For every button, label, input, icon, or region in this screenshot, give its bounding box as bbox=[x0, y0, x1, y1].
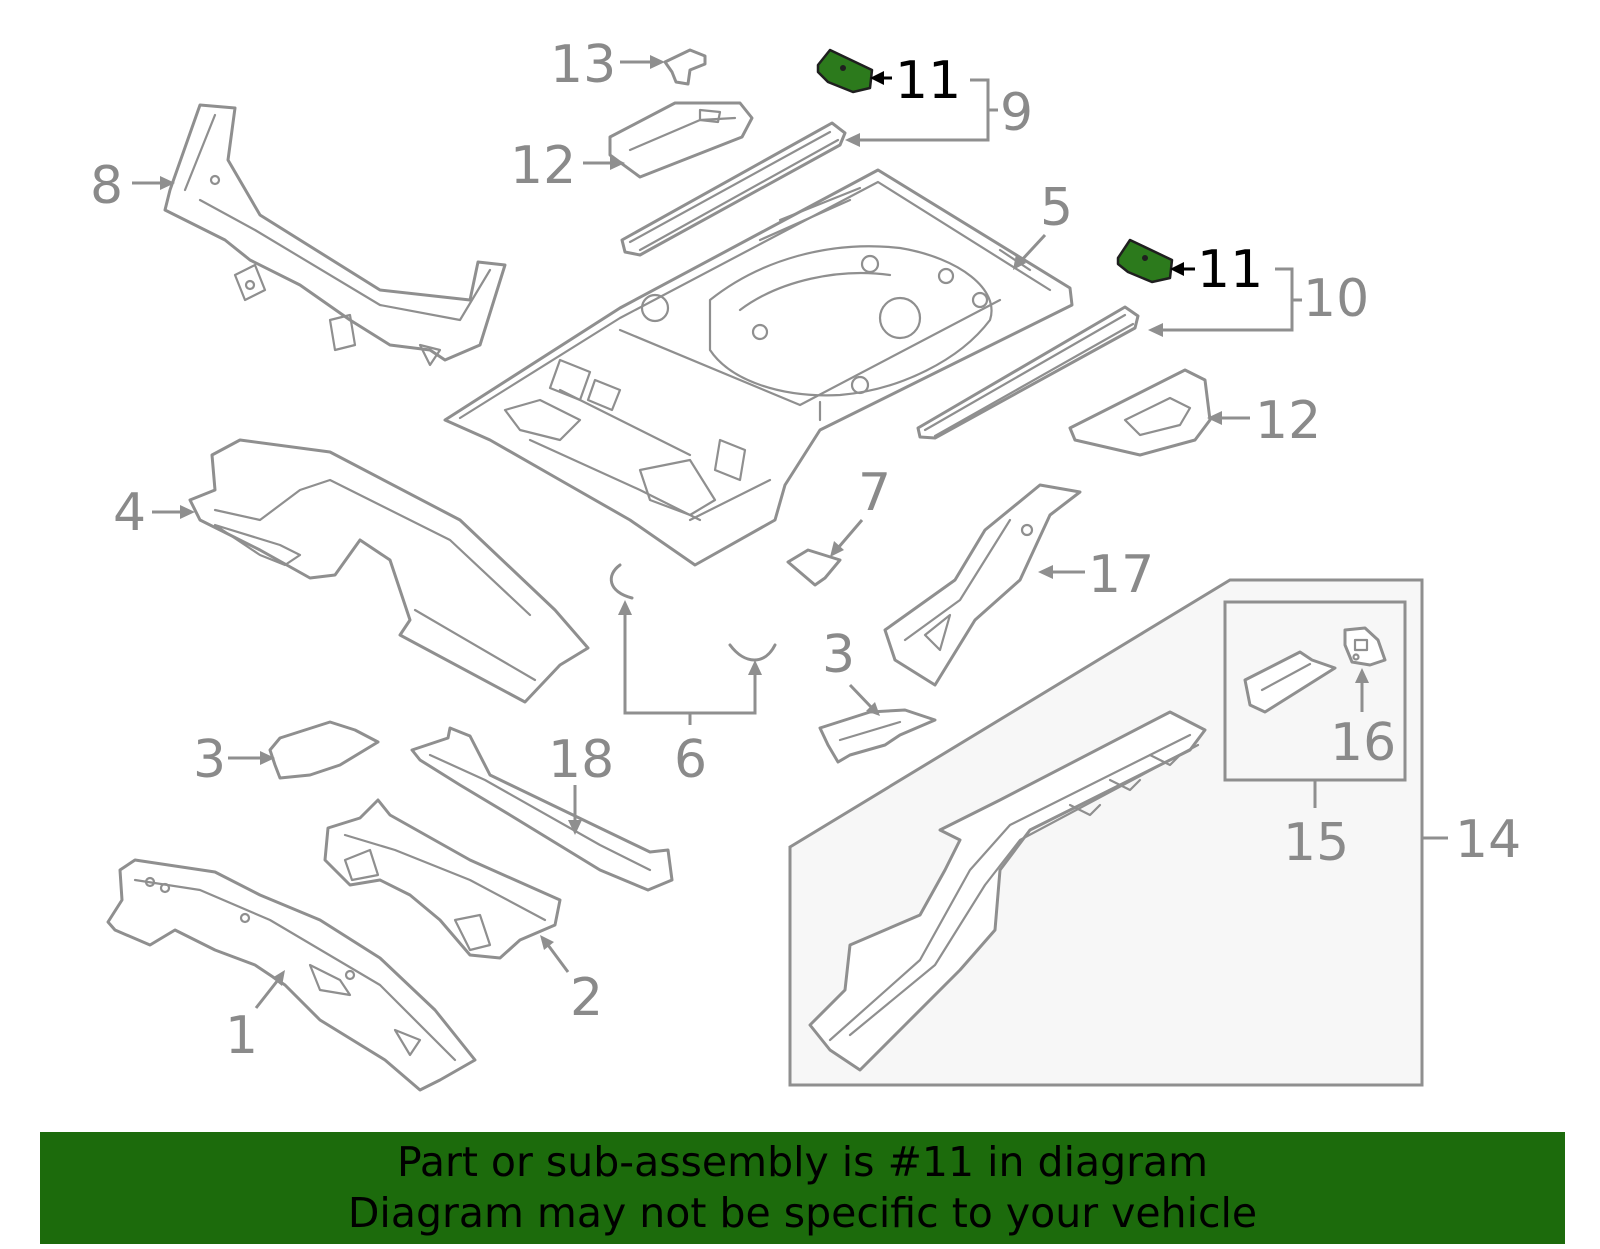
box-15-frame bbox=[1223, 600, 1407, 782]
part-5-floor-pan bbox=[443, 168, 1074, 567]
part-7 bbox=[786, 548, 842, 587]
part-18 bbox=[410, 726, 674, 892]
part-16-plate bbox=[1343, 626, 1387, 667]
callout-1: 1 bbox=[225, 1006, 258, 1066]
callout-3-center: 3 bbox=[822, 625, 855, 685]
callout-13: 13 bbox=[550, 35, 616, 95]
callout-15: 15 bbox=[1283, 813, 1349, 873]
part-2 bbox=[323, 798, 562, 960]
callout-9: 9 bbox=[1000, 83, 1033, 143]
info-banner: Part or sub-assembly is #11 in diagram D… bbox=[40, 1132, 1565, 1244]
callout-18: 18 bbox=[548, 730, 614, 790]
part-12-lower bbox=[1068, 368, 1212, 457]
callout-8: 8 bbox=[90, 156, 123, 216]
callout-12-upper: 12 bbox=[510, 136, 576, 196]
callout-16: 16 bbox=[1330, 713, 1396, 773]
part-8-cross-member bbox=[163, 103, 507, 367]
callout-4: 4 bbox=[113, 483, 146, 543]
leader-lines bbox=[132, 55, 1448, 1009]
part-9-rail bbox=[620, 121, 847, 257]
part-13 bbox=[663, 48, 707, 86]
part-4 bbox=[188, 438, 590, 704]
part-11-highlight-top bbox=[816, 48, 874, 94]
callout-3-left: 3 bbox=[193, 730, 226, 790]
callout-2: 2 bbox=[570, 968, 603, 1028]
callout-10: 10 bbox=[1303, 269, 1369, 329]
callout-labels: 1 2 3 3 4 5 6 7 8 9 10 11 11 12 12 13 14… bbox=[90, 35, 1521, 1066]
callout-11-top: 11 bbox=[895, 51, 961, 111]
banner-line-2: Diagram may not be specific to your vehi… bbox=[347, 1189, 1258, 1237]
part-3-left bbox=[268, 720, 380, 780]
part-6-clips bbox=[609, 563, 777, 662]
banner-line-1: Part or sub-assembly is #11 in diagram bbox=[396, 1138, 1209, 1186]
callout-11-right: 11 bbox=[1197, 240, 1263, 300]
part-14-rail bbox=[808, 710, 1207, 1072]
part-15-bracket bbox=[1243, 650, 1337, 714]
callout-7: 7 bbox=[858, 463, 891, 523]
part-1 bbox=[106, 858, 477, 1092]
callout-12-lower: 12 bbox=[1255, 391, 1321, 451]
part-12-upper bbox=[608, 101, 754, 179]
callout-6: 6 bbox=[674, 730, 707, 790]
part-11-highlight-right bbox=[1116, 238, 1174, 284]
callout-17: 17 bbox=[1088, 545, 1154, 605]
callout-5: 5 bbox=[1040, 178, 1073, 238]
part-3-center bbox=[818, 708, 937, 764]
part-17 bbox=[883, 483, 1082, 687]
part-10-rail bbox=[916, 305, 1140, 440]
callout-14: 14 bbox=[1455, 810, 1521, 870]
